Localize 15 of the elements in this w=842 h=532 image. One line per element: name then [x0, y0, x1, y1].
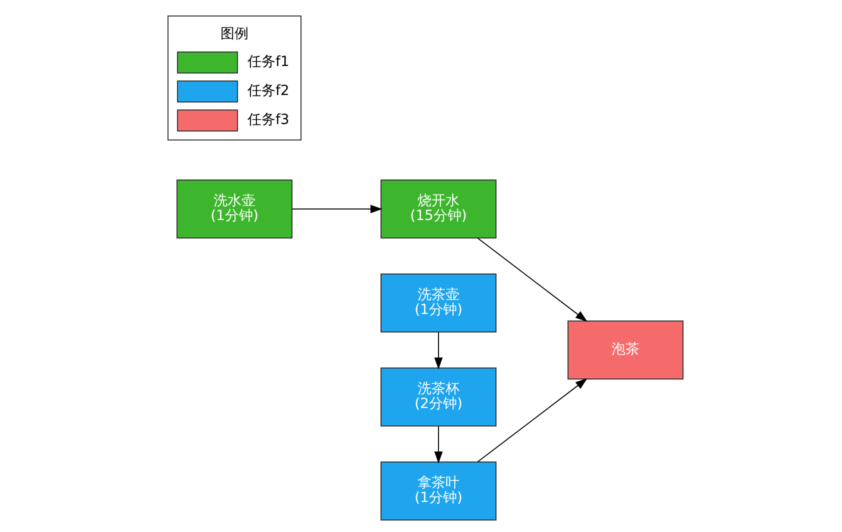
arrow — [434, 426, 442, 464]
node-box: 洗水壶 (1分钟) — [176, 180, 292, 238]
node-box: 拿茶叶 (1分钟) — [380, 462, 496, 520]
node-box: 洗茶壶 (1分钟) — [380, 274, 496, 332]
node-box: 洗茶杯 (2分钟) — [380, 368, 496, 426]
arrow — [476, 378, 587, 462]
arrow — [291, 204, 382, 214]
legend-label: 任务f1 — [247, 54, 289, 70]
node-box: 泡茶 — [567, 320, 683, 380]
label: 图例 — [220, 26, 248, 42]
arrow — [476, 238, 587, 322]
legend-label: 任务f2 — [247, 83, 289, 100]
legend-label: 任务f3 — [247, 112, 289, 128]
node-box: 烧开水 (15分钟) — [380, 180, 496, 238]
arrow — [434, 332, 442, 370]
